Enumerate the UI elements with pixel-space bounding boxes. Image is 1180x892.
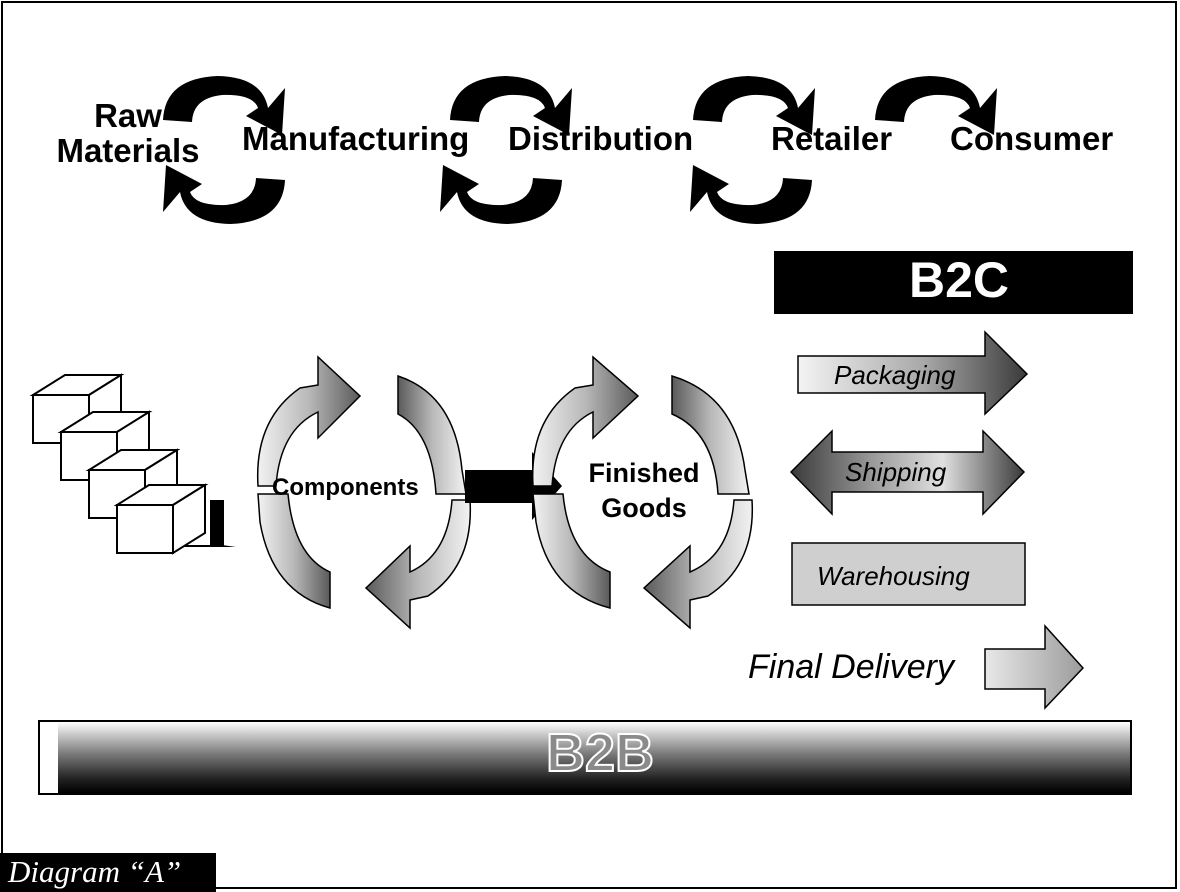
cycle-arrow-top-1	[163, 76, 285, 135]
stacked-boxes-icon	[29, 373, 236, 555]
packaging-arrow	[797, 330, 1029, 416]
stage-raw-materials: Raw Materials	[54, 98, 202, 168]
cycle-arrow-bottom-1	[163, 165, 285, 224]
finished-goods-label: Finished Goods	[574, 456, 714, 526]
shipping-label: Shipping	[845, 457, 947, 487]
components-label: Components	[272, 474, 419, 501]
stage-distribution: Distribution	[508, 120, 694, 157]
stage-consumer: Consumer	[950, 120, 1114, 157]
shipping-arrow	[789, 429, 1026, 516]
cycle-arrow-bottom-3	[690, 165, 812, 224]
warehousing-label: Warehousing	[817, 561, 970, 591]
b2c-label: B2C	[908, 252, 1010, 308]
finished-goods-cycle-arrows	[531, 355, 754, 630]
final-delivery-label: Final Delivery	[748, 648, 954, 686]
cycle-arrow-top-4	[875, 76, 997, 135]
finished-goods-text: Finished Goods	[588, 458, 700, 523]
b2b-label: B2B	[545, 723, 655, 783]
final-delivery-arrow	[984, 624, 1085, 710]
diagram-caption: Diagram “A”	[8, 854, 182, 889]
b2b-banner	[38, 720, 1132, 795]
stage-retailer: Retailer	[771, 120, 893, 157]
cycle-arrow-bottom-2	[440, 165, 562, 224]
diagram-caption-box	[0, 853, 216, 892]
raw-materials-label: Raw Materials	[56, 97, 200, 169]
warehousing-box	[791, 542, 1026, 606]
packaging-label: Packaging	[834, 360, 956, 390]
b2c-banner	[774, 251, 1133, 314]
cycle-arrow-top-2	[450, 76, 572, 135]
b2b-banner-lead	[38, 720, 58, 795]
stage-manufacturing: Manufacturing	[242, 120, 470, 157]
cycle-arrow-top-3	[693, 76, 815, 135]
components-cycle-arrows	[256, 355, 472, 630]
